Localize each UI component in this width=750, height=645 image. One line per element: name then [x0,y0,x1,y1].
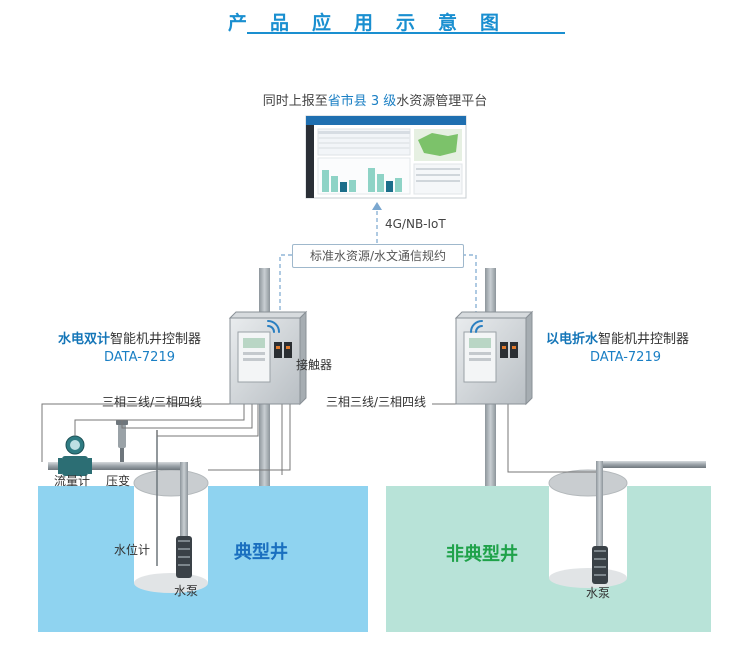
left-outlet-pipe [48,462,184,470]
right-controller-model: DATA-7219 [590,350,661,365]
report-caption: 同时上报至省市县 3 级水资源管理平台 [0,90,750,109]
network-label: 4G/NB-IoT [385,217,446,231]
platform-monitor [305,115,467,199]
right-pump [592,546,608,584]
report-suffix: 水资源管理平台 [396,94,488,109]
typical-well-label: 典型井 [234,542,288,563]
left-wiring-label: 三相三线/三相四线 [102,395,203,409]
left-controller-title: 水电双计智能机井控制器 [58,328,201,347]
right-signal-icon [470,320,483,333]
atypical-water [386,486,711,632]
contactor-label: 接触器 [296,358,333,372]
left-pump [176,536,192,578]
right-wiring [432,403,596,473]
right-pump-label: 水泵 [586,586,611,600]
right-controller-bold: 以电折水 [546,332,599,347]
report-prefix: 同时上报至 [262,94,328,109]
right-riser-pipe [596,461,603,547]
title-underline [247,32,565,34]
left-controller-bold: 水电双计 [58,332,111,347]
pressure-label: 压变 [106,474,131,488]
right-controller-cabinet [454,310,534,406]
page-title: 产品应用示意图 [227,12,522,34]
flowmeter-device [58,435,92,476]
left-controller-model: DATA-7219 [104,350,175,365]
report-highlight: 省市县 3 级 [327,94,397,109]
typical-well [133,469,209,593]
comm-links [279,204,477,320]
atypical-well-label: 非典型井 [446,544,518,565]
left-riser-pipe [180,462,188,537]
uplink-arrow [372,202,382,210]
right-wiring-label: 三相三线/三相四线 [326,395,427,409]
protocol-box: 标准水资源/水文通信规约 [292,244,464,268]
level-meter-label: 水位计 [114,543,151,557]
right-controller-rest: 智能机井控制器 [598,332,690,347]
flowmeter-label: 流量计 [54,474,91,488]
left-controller-cabinet [228,310,308,406]
right-outlet-pipe [596,461,706,468]
left-signal-icon [267,320,280,333]
left-controller-rest: 智能机井控制器 [110,332,202,347]
left-pump-label: 水泵 [174,584,199,598]
atypical-well [548,469,628,588]
right-controller-title: 以电折水智能机井控制器 [546,328,689,347]
